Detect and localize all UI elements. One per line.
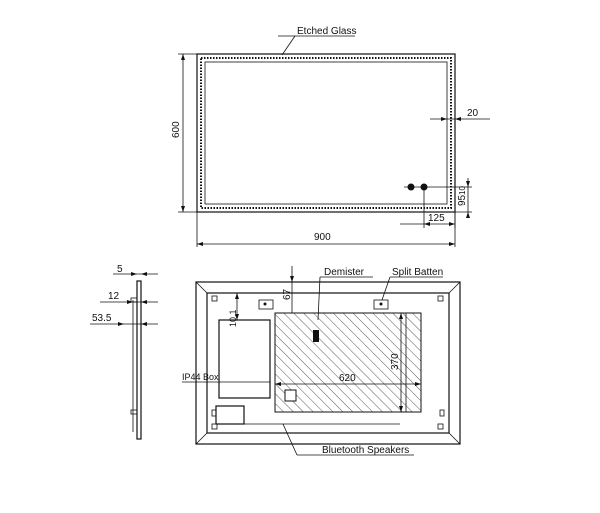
mirror-outline: [196, 53, 456, 213]
dim-demister-width-label: 620: [339, 373, 356, 384]
etched-glass-border: [200, 57, 452, 209]
split-battens: [258, 299, 389, 310]
dim-small-label: 10.1: [228, 309, 238, 327]
dim-side-depth-label: 53.5: [92, 313, 112, 324]
touch-buttons: [404, 183, 472, 191]
demister-label: Demister: [324, 267, 365, 278]
mirror-inner-glass: [204, 61, 448, 205]
dim-border: 20: [430, 108, 490, 121]
rear-view: 620 370 67 10.1 Demister: [182, 266, 461, 456]
dim-top-offset: 67: [282, 266, 294, 313]
dim-side-top-label: 5: [117, 264, 123, 275]
dim-border-label: 20: [467, 108, 479, 119]
dim-side-top: 5: [113, 264, 158, 276]
ip44-box-label: IP44 Box: [182, 372, 219, 382]
ip44-box: [218, 319, 271, 399]
dim-side-mid-label: 12: [108, 291, 120, 302]
etched-glass-label: Etched Glass: [297, 26, 356, 37]
dim-button-offset-x-label: 125: [428, 213, 445, 224]
bluetooth-speakers-label: Bluetooth Speakers: [322, 445, 409, 456]
dim-side-depth: 53.5: [90, 313, 158, 326]
side-profile-glass: [136, 280, 142, 440]
demister-border: [405, 312, 422, 413]
dim-height-label: 600: [171, 121, 182, 138]
split-batten-right: [373, 299, 389, 310]
rear-inner-frame: [206, 292, 450, 434]
ip44-box-callout: IP44 Box: [182, 372, 270, 383]
dim-button-gap-label: 10: [458, 186, 467, 195]
split-batten-callout: Split Batten: [381, 267, 443, 301]
dim-top-offset-label: 67: [282, 288, 293, 300]
dim-width-label: 900: [314, 232, 331, 243]
dim-demister-width: 620: [275, 373, 421, 386]
dim-demister-height: 370: [390, 313, 403, 412]
etched-glass-callout: Etched Glass: [278, 26, 356, 56]
bluetooth-module: [215, 405, 245, 425]
dim-width: 900: [196, 212, 456, 247]
split-batten-left: [258, 299, 274, 310]
dim-small: 10.1: [228, 293, 239, 327]
dim-button-offset-y-label: 95: [457, 194, 468, 206]
demister-connector: [313, 330, 319, 342]
sensor-box: [284, 389, 297, 402]
rear-outer-frame: [195, 281, 461, 445]
dim-demister-height-label: 370: [390, 353, 401, 370]
side-view: 5 12 53.5: [90, 264, 158, 440]
dim-side-mid: 12: [100, 291, 158, 304]
front-view: Etched Glass 600 900 20: [171, 26, 490, 247]
dim-button-offsets: 125 95 10: [400, 178, 472, 228]
dim-height: 600: [171, 53, 197, 213]
split-batten-label: Split Batten: [392, 267, 443, 278]
bluetooth-speakers-callout: Bluetooth Speakers: [282, 423, 414, 456]
demister-callout: Demister: [317, 267, 373, 321]
